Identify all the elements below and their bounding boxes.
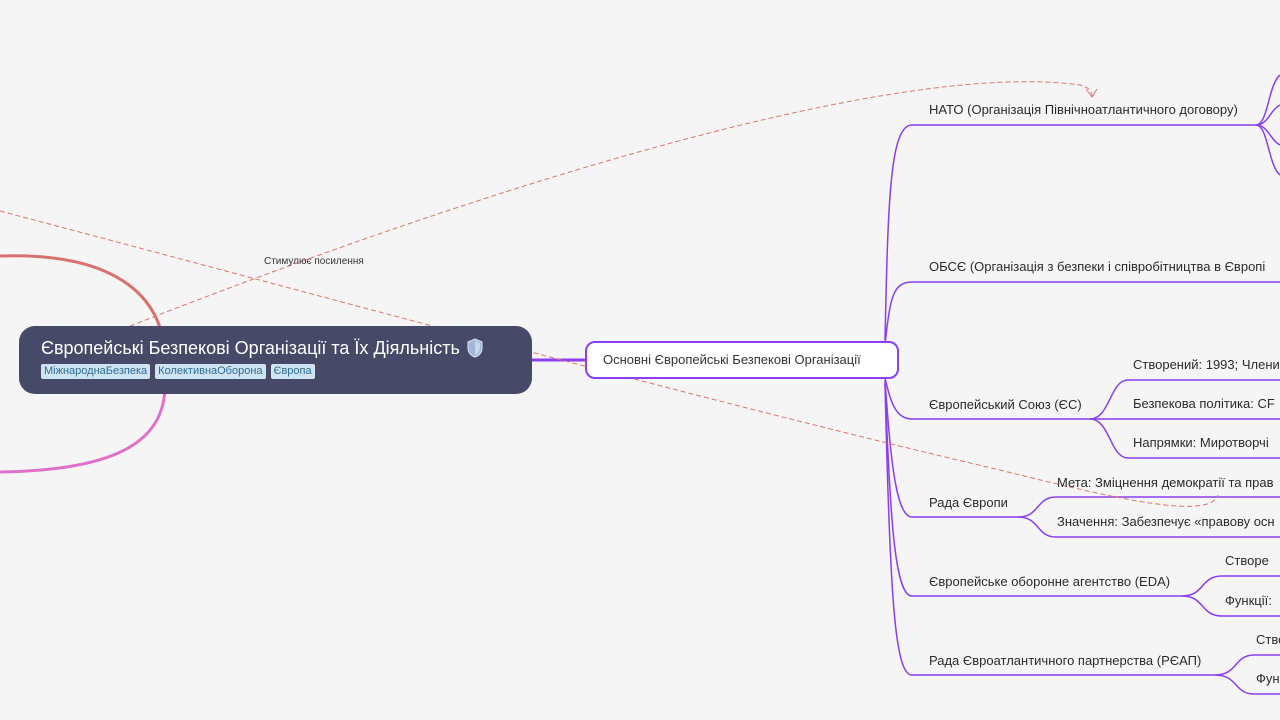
coe-child-goal[interactable]: Мета: Зміцнення демократії та прав bbox=[1057, 475, 1274, 490]
branch-osce[interactable]: ОБСЄ (Організація з безпеки і співробітн… bbox=[929, 259, 1266, 274]
branch-council-of-europe[interactable]: Рада Європи bbox=[929, 495, 1008, 510]
root-title: Європейські Безпекові Організації та Їх … bbox=[41, 338, 460, 358]
coe-child-significance[interactable]: Значення: Забезпечує «правову осн bbox=[1057, 514, 1275, 529]
branch-eapc[interactable]: Рада Євроатлантичного партнерства (РЄАП) bbox=[929, 653, 1202, 668]
branch-eu[interactable]: Європейський Союз (ЄС) bbox=[929, 397, 1082, 412]
main-topic[interactable]: Основні Європейські Безпекові Організаці… bbox=[585, 341, 899, 379]
left-arc-bottom bbox=[0, 384, 167, 474]
tag-europe[interactable]: Європа bbox=[270, 364, 315, 379]
relationship-label[interactable]: Стимулює посилення bbox=[264, 256, 364, 267]
eda-child-functions[interactable]: Функції: bbox=[1225, 593, 1272, 608]
shield-icon bbox=[466, 338, 484, 358]
branch-eda[interactable]: Європейське оборонне агентство (EDA) bbox=[929, 574, 1171, 589]
relationship-line bbox=[114, 81, 1093, 333]
eu-child-created[interactable]: Створений: 1993; Члени bbox=[1133, 357, 1280, 372]
relationship-arrowhead bbox=[1085, 88, 1098, 98]
eapc-child-functions[interactable]: Фун bbox=[1256, 671, 1280, 686]
branch-nato[interactable]: НАТО (Організація Північноатлантичного д… bbox=[929, 102, 1238, 117]
eapc-child-created[interactable]: Ство bbox=[1256, 632, 1280, 647]
eda-child-created[interactable]: Створе bbox=[1225, 553, 1269, 568]
eu-child-security-policy[interactable]: Безпекова політика: CF bbox=[1133, 396, 1275, 411]
tag-international-security[interactable]: МіжнароднаБезпека bbox=[41, 364, 151, 379]
relationship-line-2 bbox=[0, 210, 1219, 507]
eu-child-directions[interactable]: Напрямки: Миротворчі bbox=[1133, 435, 1269, 450]
branch-connectors bbox=[884, 74, 1280, 695]
tag-collective-defence[interactable]: КолективнаОборона bbox=[155, 364, 266, 379]
root-topic[interactable]: Європейські Безпекові Організації та Їх … bbox=[19, 326, 532, 394]
